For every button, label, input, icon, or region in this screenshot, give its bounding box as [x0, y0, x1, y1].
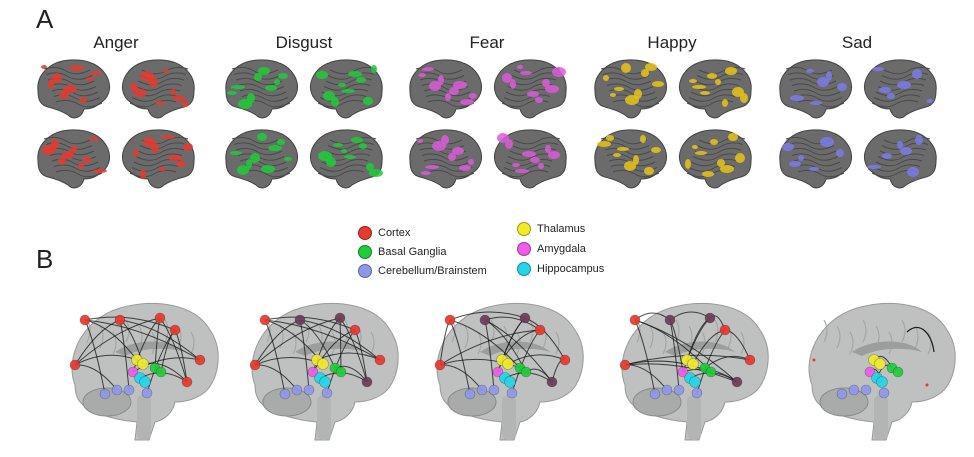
emotion-title-happy: Happy	[647, 33, 697, 52]
brain-disgust-left-medial	[225, 129, 299, 189]
brain-sad-left-medial	[779, 129, 853, 189]
legend-swatch-cortex	[358, 226, 372, 240]
brain-happy-right-medial	[678, 129, 752, 189]
brain-sad-right-lateral	[863, 59, 937, 119]
legend-swatch-basal-ganglia	[358, 245, 372, 259]
brain-happy-left-lateral	[594, 59, 668, 119]
emotion-title-disgust: Disgust	[275, 33, 333, 52]
brain-fear-right-medial	[493, 129, 567, 189]
legend-label-cerebellum-brainstem: Cerebellum/Brainstem	[378, 265, 487, 277]
sagittal-network-fear	[434, 302, 584, 441]
legend-label-hippocampus: Hippocampus	[537, 263, 605, 275]
legend-item-cerebellum-brainstem: Cerebellum/Brainstem	[358, 264, 487, 278]
brain-happy-right-lateral	[678, 59, 752, 119]
brain-happy-left-medial	[594, 129, 668, 189]
brain-sad-right-medial	[863, 129, 937, 189]
sagittal-network-happy	[619, 302, 769, 441]
legend-item-thalamus: Thalamus	[517, 222, 585, 236]
emotion-title-anger: Anger	[93, 33, 139, 52]
brain-disgust-left-lateral	[225, 59, 299, 119]
brain-anger-left-lateral	[37, 59, 111, 119]
sagittal-network-disgust	[249, 302, 399, 441]
legend-label-thalamus: Thalamus	[537, 223, 586, 235]
sagittal-network-sad	[808, 302, 956, 441]
panel-a-label: A	[36, 4, 54, 34]
legend-swatch-amygdala	[517, 242, 531, 256]
brain-disgust-right-medial	[309, 129, 383, 189]
brain-anger-right-lateral	[121, 59, 195, 119]
legend-item-basal-ganglia: Basal Ganglia	[358, 245, 447, 259]
legend-item-hippocampus: Hippocampus	[517, 262, 604, 276]
brain-fear-left-lateral	[409, 59, 483, 119]
brain-sad-left-lateral	[779, 59, 853, 119]
emotion-title-sad: Sad	[841, 33, 873, 52]
legend-swatch-cerebellum-brainstem	[358, 264, 372, 278]
legend-label-basal-ganglia: Basal Ganglia	[378, 246, 447, 258]
brain-disgust-right-lateral	[309, 59, 383, 119]
brain-fear-left-medial	[409, 129, 483, 189]
brain-anger-left-medial	[37, 129, 111, 189]
emotion-title-fear: Fear	[469, 33, 505, 52]
legend-swatch-hippocampus	[517, 262, 531, 276]
legend-item-cortex: Cortex	[358, 226, 410, 240]
sagittal-network-anger	[69, 302, 219, 441]
panel-b-label: B	[36, 244, 54, 274]
legend-label-amygdala: Amygdala	[537, 243, 586, 255]
legend-swatch-thalamus	[517, 222, 531, 236]
brain-anger-right-medial	[121, 129, 195, 189]
legend-label-cortex: Cortex	[378, 227, 411, 239]
brain-fear-right-lateral	[493, 59, 567, 119]
legend-item-amygdala: Amygdala	[517, 242, 586, 256]
